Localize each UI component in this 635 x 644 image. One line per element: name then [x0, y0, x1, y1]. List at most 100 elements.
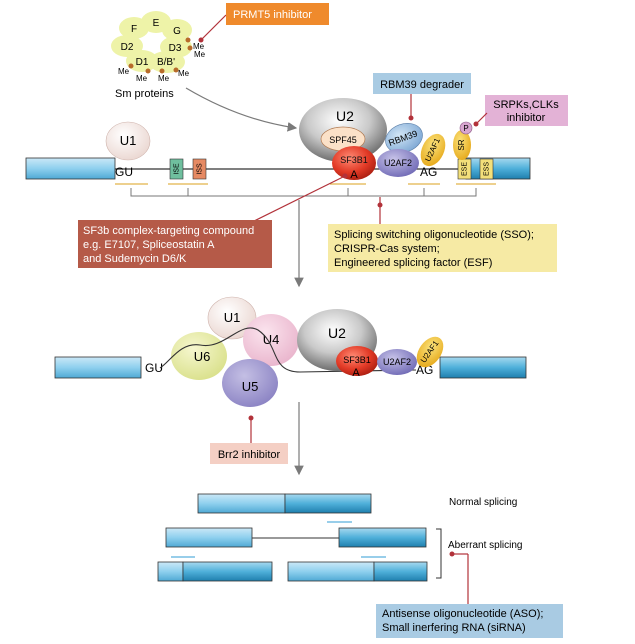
- u1-snrnp: [105, 121, 151, 161]
- u2af1-protein: [420, 133, 446, 167]
- sf3b-label-line3: and Sudemycin D6/K: [83, 253, 187, 265]
- sm-g: [162, 19, 192, 41]
- ess-label: ESS: [483, 162, 490, 176]
- sf3b1-label: SF3B1: [340, 155, 368, 165]
- aberrant-bracket: [436, 528, 442, 579]
- u5-snrnp: [222, 359, 278, 407]
- u1-label-middle: U1: [224, 310, 241, 325]
- sr-protein: [453, 130, 471, 160]
- sf3b1-protein: [332, 146, 376, 180]
- u5-label: U5: [242, 379, 259, 394]
- u2af2-label: U2AF2: [384, 158, 412, 168]
- sm-bb-label: B/B': [157, 57, 175, 68]
- donor-site-gu: GU: [115, 165, 133, 179]
- u2-label: U2: [336, 108, 354, 124]
- spliceosome-assembly: GU AG U6 U1 U4 U5 U2 SF3B1 A U2AF2 U2AF1: [54, 296, 527, 407]
- ess-element: [479, 158, 494, 180]
- u1-snrnp-middle: [207, 296, 257, 340]
- methyl-label-6: Me: [178, 69, 190, 78]
- sf3b-compound-box: [78, 220, 272, 268]
- aso-label-line1: Antisense oligonucleotide (ASO);: [382, 608, 543, 620]
- methyl-dot: [128, 63, 134, 69]
- brr2-pointer-dot: [248, 415, 254, 421]
- sso-label-line3: Engineered splicing factor (ESF): [334, 257, 492, 269]
- u1-label: U1: [120, 133, 137, 148]
- prmt5-inhibitor-box: [226, 3, 329, 25]
- aberrant-1-exon-1: [165, 527, 253, 548]
- middle-branch-point-a: A: [352, 367, 360, 379]
- sso-pointer-dot: [377, 202, 383, 208]
- sm-g-label: G: [173, 26, 181, 37]
- downstream-exon: [465, 157, 531, 180]
- middle-downstream-exon: [439, 356, 527, 379]
- rbm39-degrader-label: RBM39 degrader: [380, 79, 464, 91]
- u6-label: U6: [194, 349, 211, 364]
- aberrant-1-exon-2: [338, 527, 427, 548]
- u6-snrnp: [171, 332, 227, 380]
- sso-label-line2: CRISPR-Cas system;: [334, 243, 440, 255]
- aberrant-3-exon-2: [373, 561, 428, 582]
- u2af2-protein: [377, 149, 419, 177]
- rbm39-degrader-box: [373, 73, 471, 94]
- sso-box: [328, 224, 557, 272]
- ise-label: ISE: [173, 163, 180, 175]
- normal-exon-1: [197, 493, 286, 514]
- methyl-label-4: Me: [136, 74, 148, 83]
- methyl-dot: [145, 68, 151, 74]
- ese-label: ESE: [461, 162, 468, 176]
- intron-loop: [159, 327, 417, 373]
- sm-d3-label: D3: [169, 43, 182, 54]
- sf3b1-middle: [336, 346, 378, 376]
- sf3b-pointer-line: [245, 175, 346, 226]
- aso-pointer-dot: [449, 551, 455, 557]
- methyl-dot: [187, 45, 193, 51]
- aberrant-2-exon-2: [182, 561, 273, 582]
- splicing-outcomes: Normal splicing Aberrant splicing: [157, 493, 522, 582]
- srpk-pointer-line: [475, 112, 488, 125]
- sso-label-line1: Splicing switching oligonucleotide (SSO)…: [334, 229, 534, 241]
- iss-element: [192, 158, 207, 180]
- srpk-pointer-dot: [473, 121, 479, 127]
- u2-label-middle: U2: [328, 325, 346, 341]
- u2af2-middle: [377, 349, 417, 375]
- u4-snrnp: [243, 314, 299, 366]
- upstream-exon: [25, 157, 116, 180]
- spf45-label: SPF45: [329, 135, 357, 145]
- u4-label: U4: [263, 332, 280, 347]
- ise-element: [169, 158, 184, 180]
- brr2-inhibitor-box: [210, 443, 288, 464]
- srpk-clk-inhibitor-box: [485, 95, 568, 126]
- aso-sirna-box: [376, 604, 563, 638]
- normal-exon-2: [284, 493, 372, 514]
- iss-label: ISS: [196, 163, 203, 175]
- sr-label: SR: [457, 139, 466, 150]
- sm-protein-ring: F E G D2 D3 D1 B/B' Me Me Me Me Me Me Sm…: [111, 11, 206, 100]
- methyl-dot: [173, 67, 179, 73]
- prmt5-inhibitor-label: PRMT5 inhibitor: [233, 9, 312, 21]
- phospho-group: [459, 121, 473, 135]
- phospho-label: P: [463, 124, 468, 133]
- middle-donor-gu: GU: [145, 361, 163, 375]
- methyl-label-2: Me: [194, 50, 206, 59]
- middle-acceptor-ag: AG: [416, 363, 433, 377]
- srpk-clk-label-line1: SRPKs,CLKs: [493, 99, 559, 111]
- sf3b-label-line1: SF3b complex-targeting compound: [83, 225, 254, 237]
- sf3b1-label-middle: SF3B1: [343, 355, 371, 365]
- aberrant-splicing-label: Aberrant splicing: [448, 540, 522, 551]
- brr2-inhibitor-label: Brr2 inhibitor: [218, 449, 281, 461]
- sm-f-label: F: [131, 24, 137, 35]
- sm-e-label: E: [153, 18, 160, 29]
- sm-d1-label: D1: [136, 57, 149, 68]
- methyl-label-5: Me: [158, 74, 170, 83]
- prmt5-pointer-dot: [198, 37, 204, 43]
- srpk-clk-label-line2: inhibitor: [507, 112, 546, 124]
- sm-d2-label: D2: [121, 42, 134, 53]
- normal-splicing-label: Normal splicing: [449, 497, 517, 508]
- methyl-label-1: Me: [193, 42, 205, 51]
- sf3b-label-line2: e.g. E7107, Spliceostatin A: [83, 239, 215, 251]
- methyl-dot: [185, 37, 191, 43]
- sf3b-pointer-dot: [342, 173, 348, 179]
- aso-label-line2: Small inerfering RNA (siRNA): [382, 622, 526, 634]
